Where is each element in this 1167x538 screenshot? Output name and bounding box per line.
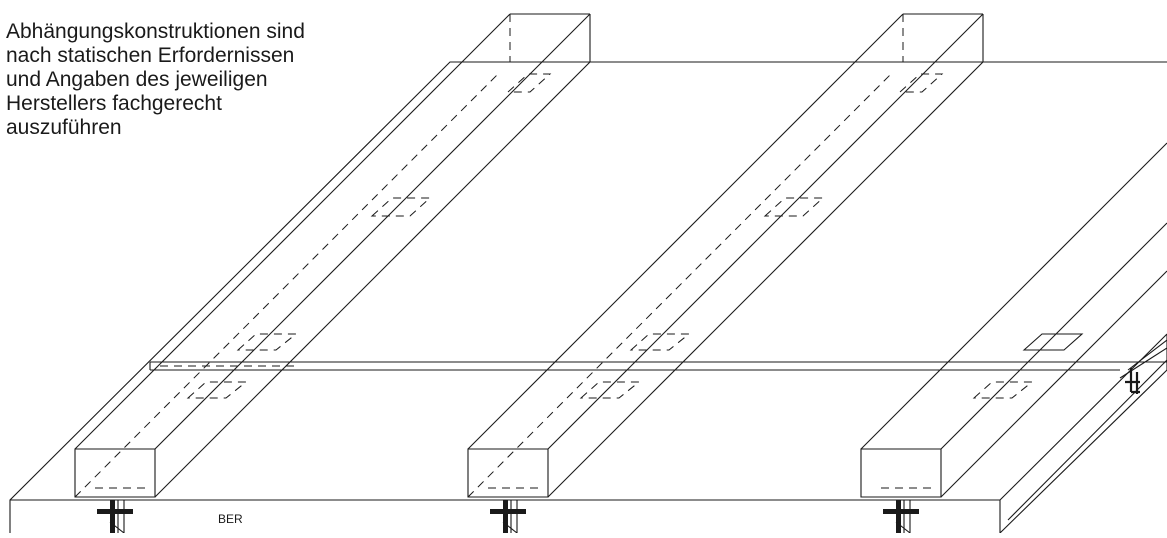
hidden-brackets (160, 73, 1084, 399)
hanger-1 (95, 496, 150, 534)
note-line: und Angaben des jeweiligen (6, 68, 268, 91)
note-line: Abhängungskonstruktionen sind (6, 20, 305, 43)
note-line: auszuführen (6, 116, 122, 139)
hanger-3 (881, 496, 936, 534)
note-line: nach statischen Erfordernissen (6, 44, 295, 67)
ceiling-slab (9, 61, 1167, 534)
profile-clip (1125, 368, 1140, 394)
beam-3 (860, 142, 1167, 498)
cross-profile (149, 339, 1167, 379)
beam-2 (467, 13, 984, 498)
note-line: Herstellers fachgerecht (6, 92, 222, 115)
beam-1 (74, 13, 591, 498)
hanger-2 (488, 496, 543, 534)
component-tag: BER (218, 512, 243, 526)
installation-note: Abhängungskonstruktionen sind nach stati… (6, 20, 406, 140)
